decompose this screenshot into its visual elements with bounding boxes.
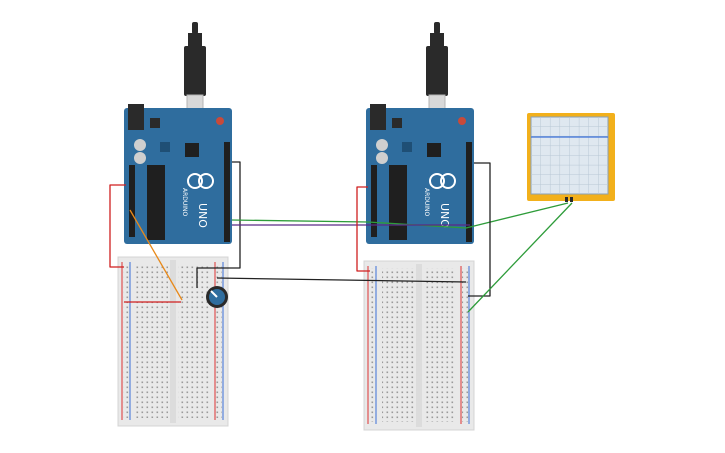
breadboard-2[interactable] bbox=[363, 260, 475, 431]
wires bbox=[109, 161, 573, 313]
wire-red-1[interactable] bbox=[109, 184, 126, 268]
wire-black-bridge[interactable] bbox=[216, 277, 467, 283]
breadboard-1[interactable] bbox=[117, 256, 229, 427]
wire-orange-pot[interactable] bbox=[129, 209, 183, 301]
arduino-2-model: UNO bbox=[438, 203, 451, 228]
potentiometer[interactable] bbox=[206, 286, 228, 308]
oscilloscope-grid bbox=[531, 117, 608, 194]
wire-black-2[interactable] bbox=[468, 162, 491, 297]
arduino-board-2[interactable]: ARDUINO UNO bbox=[366, 22, 474, 244]
wire-red-2[interactable] bbox=[356, 186, 370, 272]
arduino-1-brand: ARDUINO bbox=[181, 188, 188, 217]
oscilloscope[interactable] bbox=[527, 113, 615, 202]
wire-green-2[interactable] bbox=[467, 202, 573, 313]
arduino-board-1[interactable]: ARDUINO UNO bbox=[124, 22, 232, 244]
arduino-2-brand: ARDUINO bbox=[423, 188, 430, 217]
wire-black-1[interactable] bbox=[196, 161, 241, 288]
arduino-1-model: UNO bbox=[196, 203, 209, 228]
